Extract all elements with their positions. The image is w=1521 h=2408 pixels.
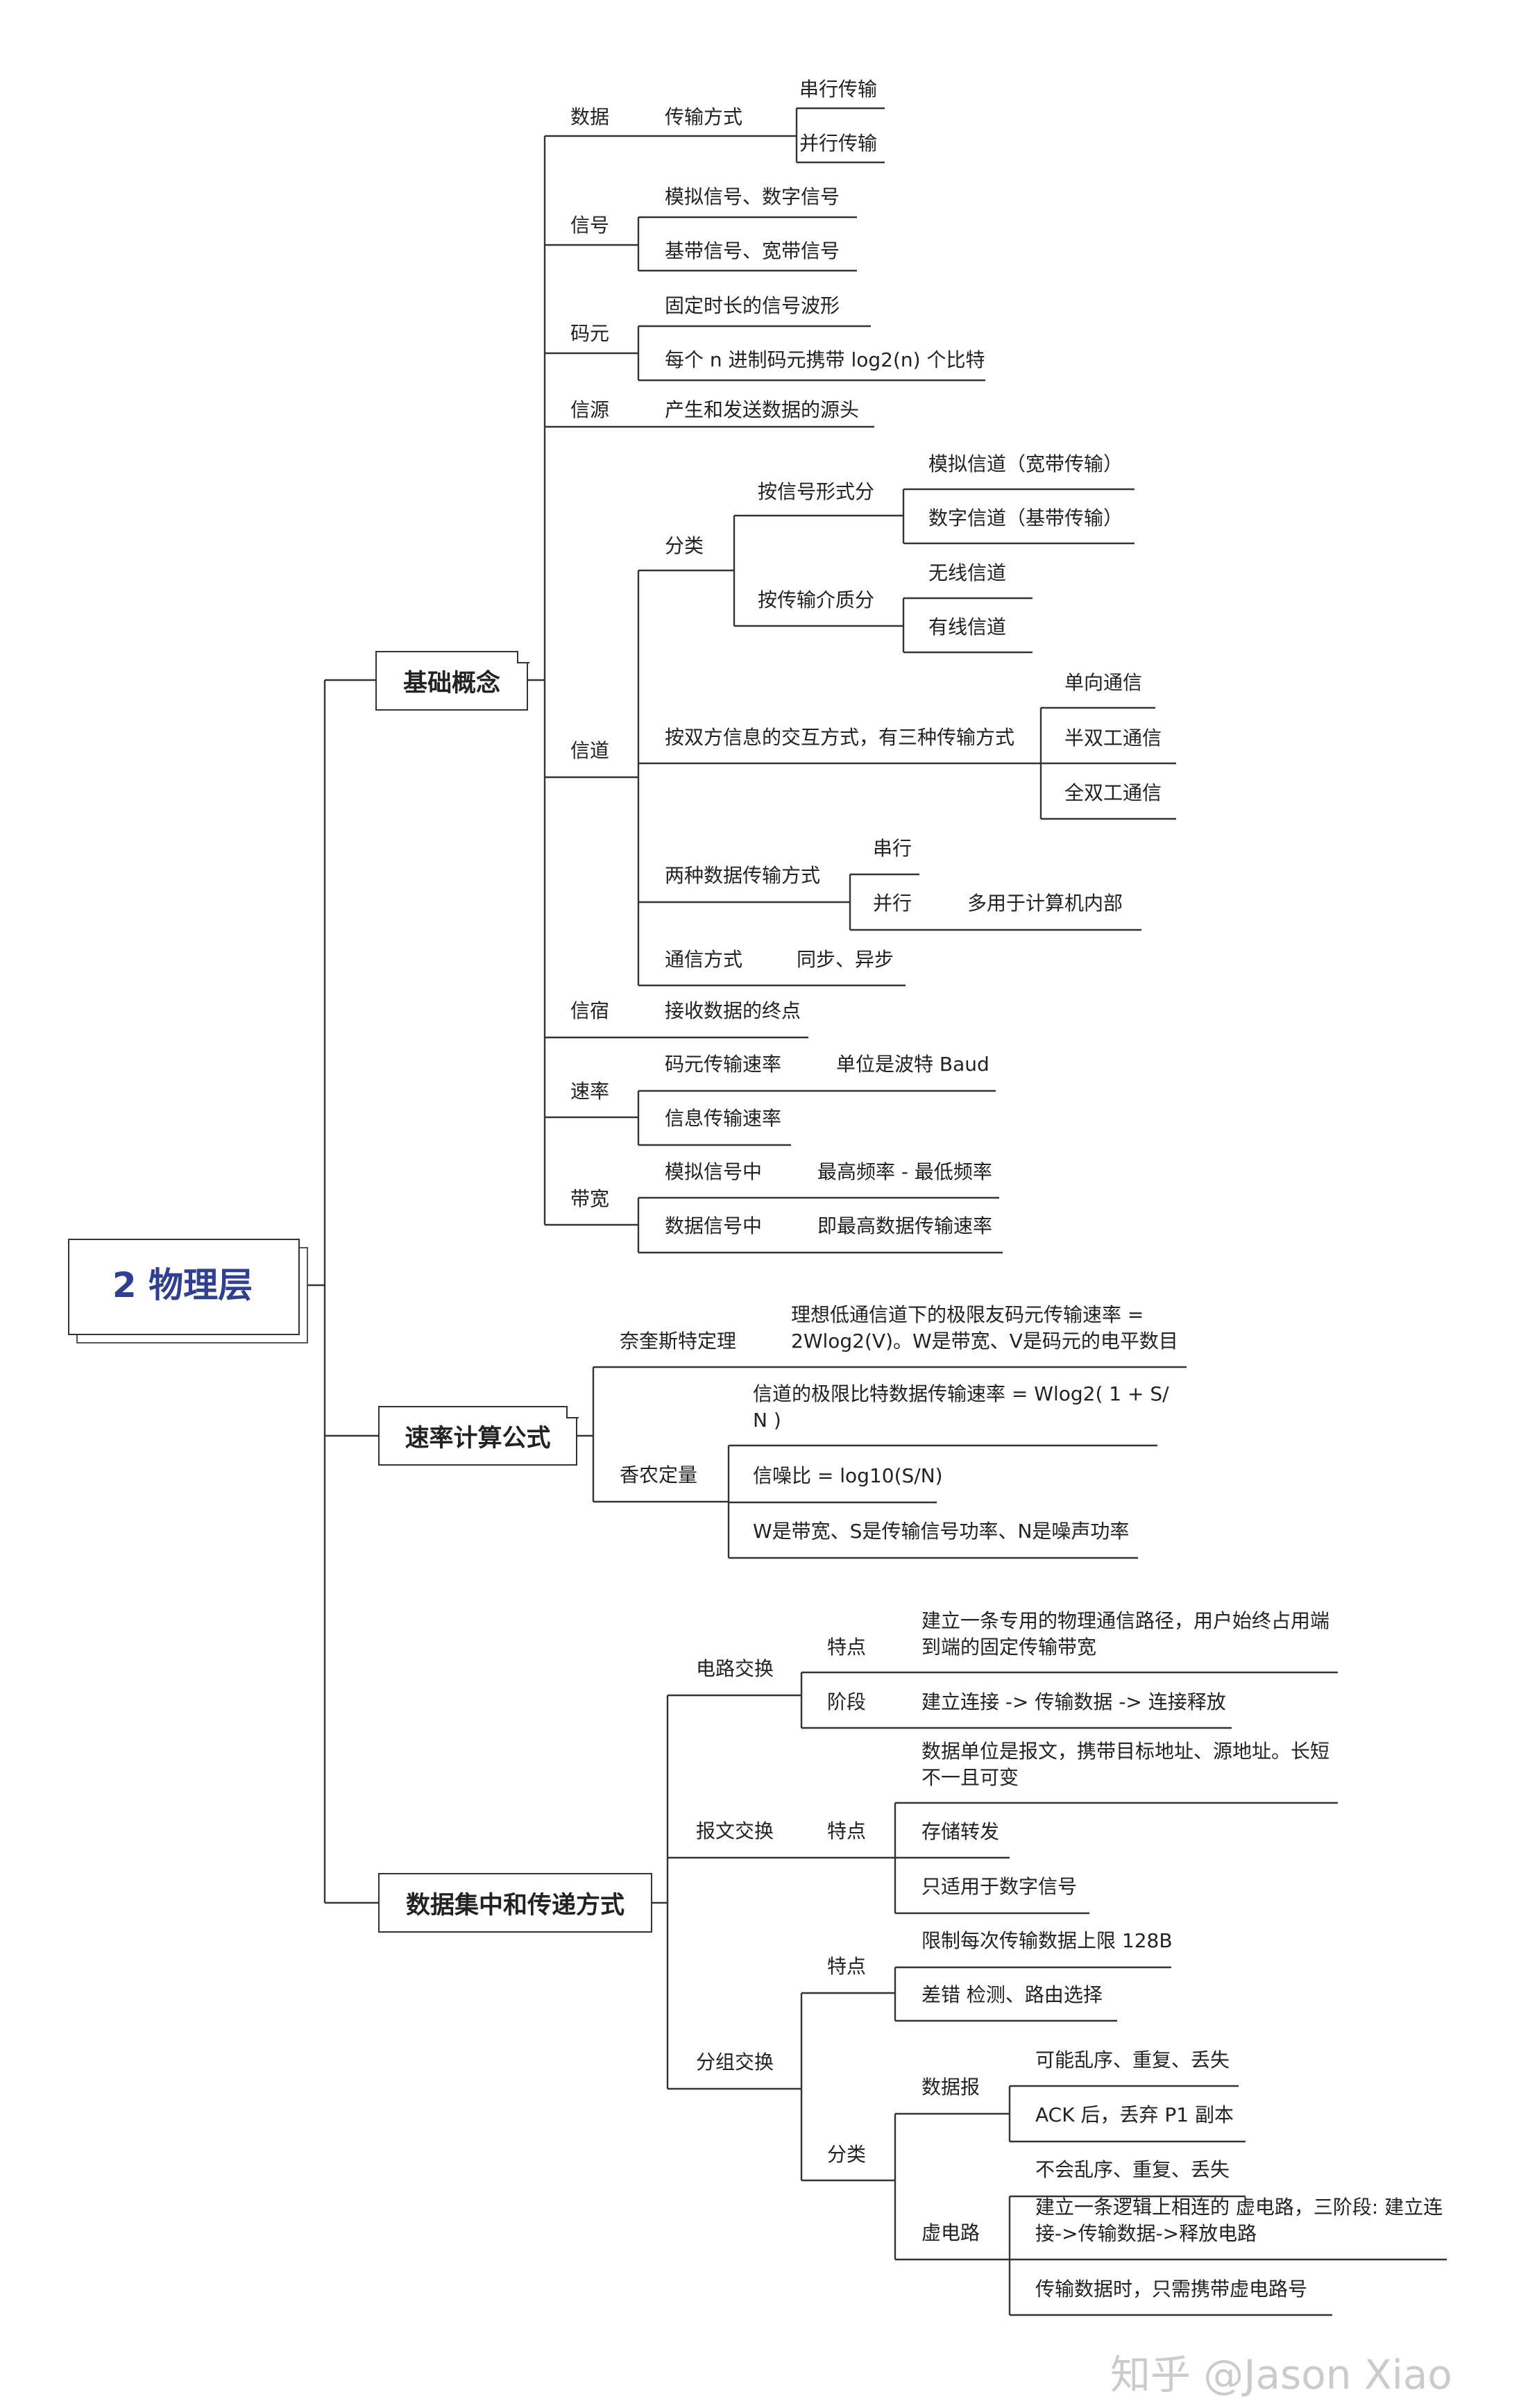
- node-rate[interactable]: 速率: [570, 1080, 610, 1103]
- node-half-duplex[interactable]: 半双工通信: [1064, 727, 1162, 749]
- node-sink-a[interactable]: 接收数据的终点: [665, 999, 801, 1022]
- node-baud-unit[interactable]: 单位是波特 Baud: [836, 1053, 989, 1076]
- node-nyquist[interactable]: 奈奎斯特定理: [620, 1330, 737, 1353]
- node-symbol-b[interactable]: 每个 n 进制码元携带 log2(n) 个比特: [665, 348, 985, 371]
- branch-switching-title: 数据集中和传递方式: [405, 1891, 624, 1919]
- node-signal-b[interactable]: 基带信号、宽带信号: [665, 239, 840, 262]
- node-by-medium[interactable]: 按传输介质分: [758, 588, 875, 611]
- node-simplex[interactable]: 单向通信: [1064, 671, 1143, 694]
- node-bw-analog-value[interactable]: 最高频率 - 最低频率: [817, 1160, 992, 1183]
- node-channel-classify[interactable]: 分类: [665, 534, 704, 557]
- node-vc-2-line1[interactable]: 建立一条逻辑上相连的 虚电路，三阶段: 建立连: [1035, 2196, 1443, 2219]
- node-channel[interactable]: 信道: [570, 739, 610, 762]
- node-circuit-feature-line2[interactable]: 到端的固定传输带宽: [921, 1636, 1097, 1659]
- node-circuit-feature-line1[interactable]: 建立一条专用的物理通信路径，用户始终占用端: [921, 1609, 1330, 1632]
- node-snr[interactable]: 信噪比 = log10(S/N): [753, 1464, 943, 1487]
- node-packet-classify[interactable]: 分类: [827, 2143, 867, 2166]
- node-circuit-stage[interactable]: 阶段: [827, 1690, 867, 1713]
- node-shannon-vars[interactable]: W是带宽、S是传输信号功率、N是噪声功率: [753, 1520, 1130, 1543]
- node-shannon-line2[interactable]: N ): [753, 1409, 781, 1432]
- node-sync-async[interactable]: 同步、异步: [797, 948, 894, 971]
- node-info-rate[interactable]: 信息传输速率: [665, 1107, 782, 1130]
- node-packet-f2[interactable]: 差错 检测、路由选择: [921, 1983, 1103, 2006]
- node-shannon[interactable]: 香农定量: [620, 1464, 698, 1486]
- node-message-a-line1[interactable]: 数据单位是报文，携带目标地址、源地址。长短: [921, 1740, 1330, 1763]
- branch-basic-concepts[interactable]: 基础概念: [375, 651, 528, 711]
- node-bw-digital-value[interactable]: 即最高数据传输速率: [817, 1214, 993, 1237]
- node-circuit-feature[interactable]: 特点: [827, 1636, 867, 1659]
- node-message-b[interactable]: 存储转发: [921, 1820, 1000, 1843]
- node-data[interactable]: 数据: [570, 105, 610, 128]
- node-bandwidth[interactable]: 带宽: [570, 1187, 610, 1210]
- node-nyquist-line1[interactable]: 理想低通信道下的极限友码元传输速率 =: [791, 1303, 1144, 1326]
- node-vc-1[interactable]: 不会乱序、重复、丢失: [1035, 2158, 1230, 2181]
- branch-rate-formula[interactable]: 速率计算公式: [378, 1406, 577, 1466]
- node-source-a[interactable]: 产生和发送数据的源头: [665, 398, 860, 421]
- watermark: 知乎 @Jason Xiao: [1110, 2351, 1452, 2398]
- node-datagram-1[interactable]: 可能乱序、重复、丢失: [1035, 2049, 1230, 2071]
- node-source[interactable]: 信源: [570, 398, 610, 421]
- node-signal[interactable]: 信号: [570, 214, 610, 237]
- node-symbol-a[interactable]: 固定时长的信号波形: [665, 294, 840, 317]
- node-packet-f1[interactable]: 限制每次传输数据上限 128B: [921, 1929, 1173, 1952]
- node-circuit-stage-value[interactable]: 建立连接 -> 传输数据 -> 连接释放: [921, 1690, 1226, 1713]
- branch-formula-title: 速率计算公式: [405, 1424, 551, 1452]
- branch-basic-title: 基础概念: [402, 669, 500, 697]
- node-shannon-line1[interactable]: 信道的极限比特数据传输速率 = Wlog2( 1 + S/: [753, 1382, 1169, 1405]
- node-vc-3[interactable]: 传输数据时，只需携带虚电路号: [1035, 2278, 1308, 2300]
- node-packet-feature[interactable]: 特点: [827, 1955, 867, 1978]
- node-sink[interactable]: 信宿: [570, 999, 610, 1022]
- node-circuit-switching[interactable]: 电路交换: [696, 1657, 774, 1680]
- node-transmission-mode[interactable]: 传输方式: [665, 105, 743, 128]
- node-analog-channel[interactable]: 模拟信道（宽带传输）: [928, 452, 1123, 475]
- node-full-duplex[interactable]: 全双工通信: [1064, 781, 1162, 804]
- node-parallel-note[interactable]: 多用于计算机内部: [967, 892, 1123, 915]
- node-datagram-2[interactable]: ACK 后，丢弃 P1 副本: [1035, 2103, 1234, 2126]
- root-node-box[interactable]: [68, 1239, 300, 1335]
- node-message-switching[interactable]: 报文交换: [696, 1820, 774, 1842]
- branch-switching[interactable]: 数据集中和传递方式: [378, 1873, 652, 1933]
- node-comm-mode[interactable]: 通信方式: [665, 948, 743, 971]
- node-packet-switching[interactable]: 分组交换: [696, 2051, 774, 2074]
- node-message-feature[interactable]: 特点: [827, 1820, 867, 1842]
- node-message-c[interactable]: 只适用于数字信号: [921, 1875, 1078, 1898]
- node-parallel[interactable]: 并行: [873, 892, 912, 915]
- node-virtual-circuit[interactable]: 虚电路: [921, 2221, 980, 2244]
- node-serial-transmission[interactable]: 串行传输: [799, 78, 878, 101]
- node-interaction-modes[interactable]: 按双方信息的交互方式，有三种传输方式: [665, 726, 1015, 749]
- node-wireless-channel[interactable]: 无线信道: [928, 561, 1007, 584]
- node-signal-a[interactable]: 模拟信号、数字信号: [665, 185, 840, 208]
- root-node-title[interactable]: 2 物理层: [112, 1265, 253, 1305]
- node-bw-analog[interactable]: 模拟信号中: [665, 1160, 763, 1183]
- node-by-signal-form[interactable]: 按信号形式分: [758, 480, 875, 503]
- fold-corner-icon: [517, 651, 529, 663]
- node-wired-channel[interactable]: 有线信道: [928, 616, 1007, 638]
- fold-corner-icon: [566, 1406, 579, 1418]
- node-datagram[interactable]: 数据报: [921, 2076, 980, 2098]
- node-message-a-line2[interactable]: 不一且可变: [921, 1766, 1019, 1789]
- node-bw-digital[interactable]: 数据信号中: [665, 1214, 763, 1237]
- node-serial[interactable]: 串行: [873, 837, 912, 860]
- node-vc-2-line2[interactable]: 接->传输数据->释放电路: [1035, 2222, 1257, 2245]
- node-nyquist-line2[interactable]: 2Wlog2(V)。W是带宽、V是码元的电平数目: [791, 1330, 1178, 1353]
- node-parallel-transmission[interactable]: 并行传输: [799, 132, 878, 155]
- node-two-modes[interactable]: 两种数据传输方式: [665, 864, 821, 887]
- node-symbol-rate[interactable]: 码元传输速率: [665, 1053, 782, 1076]
- node-symbol[interactable]: 码元: [570, 322, 610, 345]
- node-digital-channel[interactable]: 数字信道（基带传输）: [928, 507, 1123, 529]
